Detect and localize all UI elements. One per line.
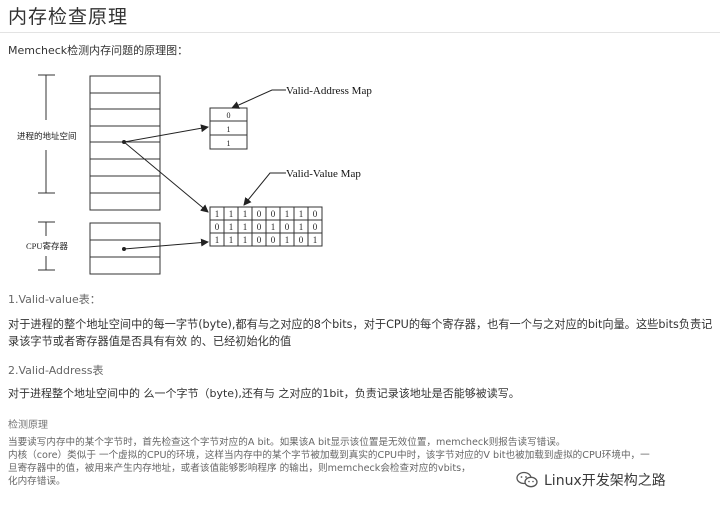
section-heading-valid-value: 1.Valid-value表： bbox=[8, 293, 101, 306]
value-map-bit: 1 bbox=[299, 209, 304, 219]
value-map-bit: 1 bbox=[285, 209, 290, 219]
memcheck-diagram: 进程的地址空间 CPU寄存器 0 1 1 Valid-Address Map 1… bbox=[17, 74, 372, 275]
section-heading-principle: 检测原理 bbox=[8, 420, 48, 431]
value-map-bit: 1 bbox=[229, 222, 234, 232]
value-map-bit: 1 bbox=[271, 222, 276, 232]
valid-address-map-label: Valid-Address Map bbox=[286, 85, 372, 97]
valid-value-map-label: Valid-Value Map bbox=[286, 168, 361, 180]
principle-line: 化内存错误。 bbox=[8, 476, 66, 487]
value-map-bit: 0 bbox=[257, 235, 262, 245]
address-map-pointer bbox=[231, 89, 286, 109]
address-map-bit: 1 bbox=[227, 139, 231, 148]
value-map-bit: 0 bbox=[299, 235, 304, 245]
address-map-bit: 1 bbox=[227, 125, 231, 134]
value-map-bit: 0 bbox=[257, 222, 262, 232]
address-map-bit: 0 bbox=[227, 111, 231, 120]
value-map-bit: 1 bbox=[299, 222, 304, 232]
title-divider bbox=[0, 32, 720, 33]
watermark-text: Linux开发架构之路 bbox=[544, 473, 666, 489]
memory-to-value-arrow bbox=[123, 141, 209, 213]
value-map-bit: 0 bbox=[285, 222, 290, 232]
value-map-bit: 0 bbox=[271, 235, 276, 245]
value-map-bit: 1 bbox=[243, 222, 248, 232]
value-map-bit: 1 bbox=[229, 235, 234, 245]
value-map-bit: 0 bbox=[257, 209, 262, 219]
principle-line: 当要读写内存中的某个字节时，首先检查这个字节对应的A bit。如果该A bit显… bbox=[8, 437, 566, 448]
principle-line: 内核（core）类似于 一个虚拟的CPU的环境，这样当内存中的某个字节被加载到真… bbox=[8, 450, 650, 461]
value-map-pointer bbox=[243, 172, 286, 206]
value-map-cell bbox=[307, 232, 323, 247]
watermark: Linux开发架构之路 bbox=[512, 468, 670, 492]
address-space-bracket bbox=[38, 74, 55, 194]
value-map-bit: 1 bbox=[243, 235, 248, 245]
value-map-bit: 0 bbox=[313, 222, 318, 232]
principle-line: 旦寄存器中的值，被用来产生内存地址，或者该值能够影响程序 的输出，则memche… bbox=[8, 463, 471, 474]
section-heading-valid-address: 2.Valid-Address表 bbox=[8, 364, 104, 377]
memory-to-address-arrow bbox=[123, 124, 209, 143]
valid-address-map bbox=[209, 107, 248, 150]
value-map-bit: 0 bbox=[215, 222, 220, 232]
valid-address-description: 对于进程整个地址空间中的 么一个字节（byte),还有与 之对应的1bit，负责… bbox=[8, 387, 520, 400]
principle-description: 当要读写内存中的某个字节时，首先检查这个字节对应的A bit。如果该A bit显… bbox=[8, 436, 716, 488]
value-map-bit: 1 bbox=[215, 209, 220, 219]
cpu-to-value-arrow bbox=[123, 238, 209, 250]
value-map-bit: 1 bbox=[285, 235, 290, 245]
cpu-label: CPU寄存器 bbox=[26, 241, 69, 251]
value-map-bit: 1 bbox=[313, 235, 318, 245]
value-map-bit: 1 bbox=[215, 235, 220, 245]
page-title: 内存检查原理 bbox=[8, 6, 129, 28]
valid-value-line: 对于进程的整个地址空间中的每一字节(byte),都有与之对应的8个bits，对于… bbox=[8, 318, 713, 331]
address-space-label: 进程的地址空间 bbox=[17, 131, 77, 141]
wechat-icon bbox=[516, 471, 538, 488]
cpu-bracket bbox=[38, 221, 55, 271]
valid-value-line: 录该字节或者寄存器值是否具有有效 的、已经初始化的值 bbox=[8, 335, 292, 348]
value-map-bit: 0 bbox=[313, 209, 318, 219]
value-map-bit: 1 bbox=[243, 209, 248, 219]
value-map-bit: 0 bbox=[271, 209, 276, 219]
value-map-bit: 1 bbox=[229, 209, 234, 219]
valid-value-description: 对于进程的整个地址空间中的每一字节(byte),都有与之对应的8个bits，对于… bbox=[8, 316, 716, 350]
intro-text: Memcheck检测内存问题的原理图： bbox=[8, 44, 189, 57]
memory-column bbox=[89, 75, 161, 211]
